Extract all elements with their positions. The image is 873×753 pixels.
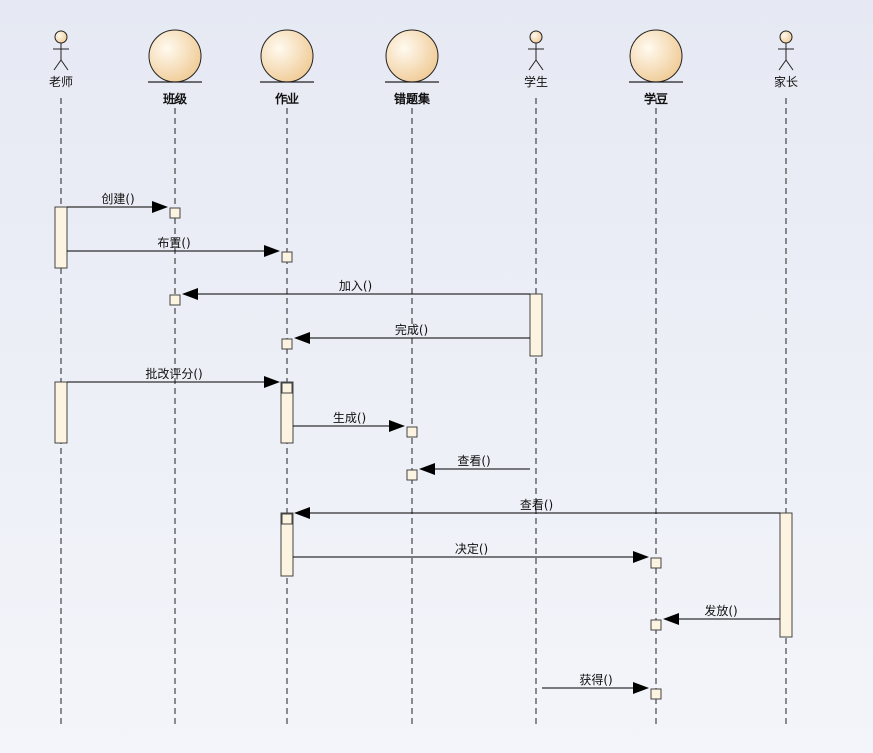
arrowhead-icon [264,376,280,388]
actor-icon [53,30,69,71]
message-label: 发放() [704,603,737,618]
participant-label: 学生 [524,74,548,89]
activation-bar [280,381,294,444]
message-6[interactable]: 查看() [406,454,530,481]
actor-icon [778,30,794,71]
activation-bar [54,381,68,444]
message-label: 决定() [455,541,488,556]
message-3[interactable]: 完成() [281,322,530,350]
participant-label: 家长 [774,74,798,89]
message-1[interactable]: 布置() [67,236,293,263]
execution-box [169,207,181,219]
arrowhead-icon [152,201,168,213]
participant-label: 学豆 [644,91,668,106]
participant-parent[interactable]: 家长 [774,30,798,89]
message-label: 创建() [101,192,134,206]
message-2[interactable]: 加入() [169,279,530,306]
execution-box [406,469,418,481]
entity-icon [260,29,314,83]
entity-icon [629,29,683,83]
execution-box [650,619,662,631]
participant-student[interactable]: 学生 [524,30,548,89]
execution-box [650,557,662,569]
message-5[interactable]: 生成() [293,411,418,438]
activation-bar [529,293,543,357]
message-7[interactable]: 查看() [281,498,780,525]
participant-mistakes[interactable]: 错题集 [385,29,439,106]
participant-label: 作业 [275,91,299,106]
activation-bar [779,512,793,638]
message-label: 批改评分() [145,366,202,381]
participant-homework[interactable]: 作业 [260,29,314,106]
execution-box [281,382,293,394]
arrowhead-icon [389,420,405,432]
message-10[interactable]: 获得() [542,672,662,700]
arrowhead-icon [294,507,310,519]
execution-box [281,513,293,525]
arrowhead-icon [264,245,280,257]
message-label: 完成() [395,322,428,337]
activation-bar [280,512,294,577]
message-9[interactable]: 发放() [650,603,780,631]
participant-beans[interactable]: 学豆 [629,29,683,106]
message-label: 获得() [579,672,612,687]
execution-box [281,338,293,350]
message-0[interactable]: 创建() [67,192,181,219]
execution-box [406,426,418,438]
execution-box [169,294,181,306]
arrowhead-icon [663,613,679,625]
message-label: 查看() [520,498,553,512]
arrowhead-icon [294,332,310,344]
arrowhead-icon [633,682,649,694]
participant-label: 班级 [163,91,187,106]
participant-class[interactable]: 班级 [148,29,202,106]
arrowhead-icon [419,463,435,475]
arrowhead-icon [182,288,198,300]
entity-icon [148,29,202,83]
message-label: 生成() [333,411,366,425]
message-label: 布置() [157,236,190,250]
activation-bar [54,206,68,269]
message-label: 加入() [339,279,372,293]
message-8[interactable]: 决定() [293,541,662,569]
execution-box [650,688,662,700]
participant-label: 老师 [49,75,73,89]
execution-box [281,251,293,263]
participant-label: 错题集 [394,91,431,106]
message-4[interactable]: 批改评分() [67,366,293,394]
actor-icon [528,30,544,71]
entity-icon [385,29,439,83]
participant-teacher[interactable]: 老师 [49,30,73,89]
message-label: 查看() [457,454,490,468]
arrowhead-icon [633,551,649,563]
